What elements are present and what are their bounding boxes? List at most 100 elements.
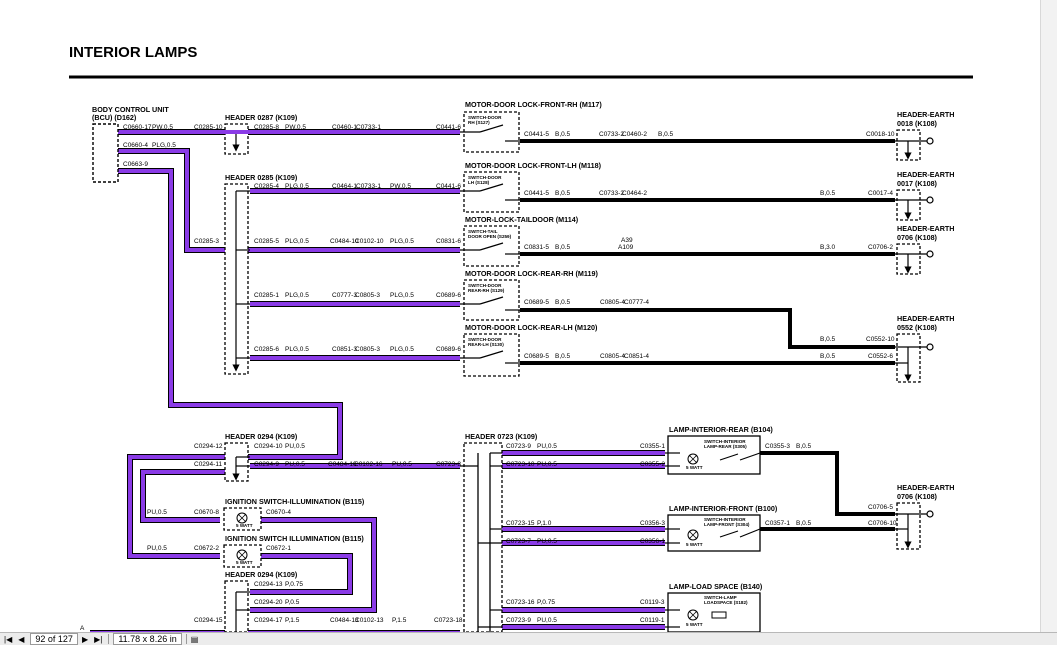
svg-text:C0851-4: C0851-4 [624, 353, 649, 360]
svg-text:P,1.5: P,1.5 [392, 617, 407, 624]
svg-text:PLG,0.5: PLG,0.5 [390, 238, 414, 245]
svg-text:C0285-4: C0285-4 [254, 183, 279, 190]
prev-page-button[interactable]: ◀ [18, 634, 25, 644]
svg-text:C0464-2: C0464-2 [622, 190, 647, 197]
svg-text:SWITCH-INTERIOR: SWITCH-INTERIOR [704, 439, 746, 444]
svg-text:C0689-6: C0689-6 [436, 346, 461, 353]
svg-text:C0441-5: C0441-5 [524, 190, 549, 197]
svg-text:IGNITION SWITCH ILLUMINATION (: IGNITION SWITCH ILLUMINATION (B115) [225, 534, 364, 543]
wiring-diagram: INTERIOR LAMPS [69, 44, 973, 632]
svg-text:C0285-10: C0285-10 [194, 124, 223, 131]
svg-text:A: A [80, 625, 85, 632]
svg-text:C0285-1: C0285-1 [254, 292, 279, 299]
page-layout-icon[interactable]: ▤ [190, 634, 199, 644]
motor-door-lock-front-lh: MOTOR-DOOR LOCK-FRONT-LH (M118) SWITCH-D… [460, 161, 893, 213]
svg-text:B,0.5: B,0.5 [820, 190, 836, 197]
svg-text:HEADER 0723 (K109): HEADER 0723 (K109) [465, 432, 538, 441]
svg-text:C0723-18: C0723-18 [434, 617, 463, 624]
svg-text:PU,0.5: PU,0.5 [537, 617, 557, 624]
svg-text:B,0.5: B,0.5 [555, 244, 571, 251]
svg-text:C0460-1: C0460-1 [332, 124, 357, 131]
svg-text:C0119-3: C0119-3 [640, 599, 665, 606]
svg-text:C0356-1: C0356-1 [640, 538, 665, 545]
first-page-button[interactable]: |◀ [4, 634, 13, 644]
svg-text:IGNITION SWITCH-ILLUMINATION (: IGNITION SWITCH-ILLUMINATION (B115) [225, 497, 365, 506]
page-indicator[interactable]: 92 of 127 [30, 633, 78, 645]
svg-text:C0355-1: C0355-1 [640, 443, 665, 450]
next-page-button[interactable]: ▶ [81, 634, 89, 644]
svg-text:LOADSPACE (S182): LOADSPACE (S182) [704, 600, 748, 605]
svg-text:PW,0.5: PW,0.5 [152, 124, 173, 131]
motor-lock-taildoor: MOTOR-LOCK-TAILDOOR (M114) SWITCH-TAIL D… [460, 215, 893, 267]
svg-text:C0723-16: C0723-16 [506, 599, 535, 606]
svg-text:5 WATT: 5 WATT [686, 542, 703, 547]
bcu-block: BODY CONTROL UNIT (BCU) (D162) C0660-17 … [92, 105, 176, 183]
svg-text:C0777-3: C0777-3 [332, 292, 357, 299]
svg-text:C0670-4: C0670-4 [266, 509, 291, 516]
svg-text:PU,0.5: PU,0.5 [537, 538, 557, 545]
svg-text:PU,0.5: PU,0.5 [392, 461, 412, 468]
svg-text:P,1.0: P,1.0 [537, 520, 552, 527]
svg-text:LH (S128): LH (S128) [468, 180, 490, 185]
svg-text:MOTOR-DOOR LOCK-REAR-RH (M119): MOTOR-DOOR LOCK-REAR-RH (M119) [465, 269, 598, 278]
svg-text:C0294-10: C0294-10 [254, 443, 283, 450]
svg-text:C0102-10: C0102-10 [355, 238, 384, 245]
svg-text:C0706-10: C0706-10 [868, 520, 897, 527]
header-earth-0017: HEADER-EARTH 0017 (K108) [895, 170, 955, 221]
svg-text:B,0.5: B,0.5 [796, 443, 812, 450]
vertical-scrollbar[interactable] [1040, 0, 1057, 632]
svg-text:B,0.5: B,0.5 [555, 353, 571, 360]
svg-text:C0723-15: C0723-15 [506, 520, 535, 527]
svg-text:PU,0.5: PU,0.5 [537, 443, 557, 450]
svg-text:C0285-3: C0285-3 [194, 238, 219, 245]
svg-text:MOTOR-DOOR LOCK-REAR-LH (M120): MOTOR-DOOR LOCK-REAR-LH (M120) [465, 323, 598, 332]
svg-text:C0723-9: C0723-9 [506, 617, 531, 624]
toolbar-divider [108, 634, 110, 644]
svg-text:C0441-6: C0441-6 [436, 124, 461, 131]
svg-text:0706 (K108): 0706 (K108) [897, 492, 938, 501]
svg-text:B,0.5: B,0.5 [658, 131, 674, 138]
svg-text:C0672-2: C0672-2 [194, 545, 219, 552]
svg-text:C0663-9: C0663-9 [123, 161, 148, 168]
svg-text:C0285-8: C0285-8 [254, 124, 279, 131]
svg-text:C0723-7: C0723-7 [506, 538, 531, 545]
svg-text:SWITCH-LAMP: SWITCH-LAMP [704, 595, 737, 600]
svg-text:HEADER-EARTH: HEADER-EARTH [897, 224, 955, 233]
svg-text:A39: A39 [621, 237, 633, 244]
svg-text:C0552-10: C0552-10 [866, 336, 895, 343]
header-0294-lower: HEADER 0294 (K109) C0294-13 P,0.75 C0294… [80, 570, 463, 632]
svg-text:C0689-6: C0689-6 [436, 292, 461, 299]
svg-text:LAMP-FRONT (S304): LAMP-FRONT (S304) [704, 522, 750, 527]
svg-text:PU,0.5: PU,0.5 [147, 509, 167, 516]
svg-text:C0017-4: C0017-4 [868, 190, 893, 197]
svg-text:MOTOR-DOOR LOCK-FRONT-LH (M118: MOTOR-DOOR LOCK-FRONT-LH (M118) [465, 161, 602, 170]
svg-text:SWITCH-DOOR: SWITCH-DOOR [468, 283, 502, 288]
svg-text:C0294-9: C0294-9 [254, 461, 279, 468]
svg-text:HEADER 0294 (K109): HEADER 0294 (K109) [225, 432, 298, 441]
svg-text:P,0.75: P,0.75 [537, 599, 555, 606]
svg-text:HEADER-EARTH: HEADER-EARTH [897, 170, 955, 179]
svg-text:C0851-3: C0851-3 [332, 346, 357, 353]
svg-text:B,0.5: B,0.5 [796, 520, 812, 527]
svg-text:C0102-13: C0102-13 [355, 617, 384, 624]
svg-text:C0294-20: C0294-20 [254, 599, 283, 606]
header-0287: HEADER 0287 (K109) C0285-10 C0285-8 PW,0… [194, 113, 461, 155]
svg-text:PLG,0.5: PLG,0.5 [285, 346, 309, 353]
header-earth-0552: HEADER-EARTH 0552 (K108) [895, 314, 955, 383]
svg-text:REAR-LH (S130): REAR-LH (S130) [468, 342, 504, 347]
svg-text:PU,0.5: PU,0.5 [537, 461, 557, 468]
svg-text:C0441-6: C0441-6 [436, 183, 461, 190]
diagram-page: INTERIOR LAMPS [69, 44, 973, 632]
svg-text:P,1.5: P,1.5 [285, 617, 300, 624]
svg-text:PW,0.5: PW,0.5 [390, 183, 411, 190]
last-page-button[interactable]: ▶| [94, 634, 103, 644]
svg-text:C0294-17: C0294-17 [254, 617, 283, 624]
svg-text:MOTOR-LOCK-TAILDOOR (M114): MOTOR-LOCK-TAILDOOR (M114) [465, 215, 579, 224]
svg-text:PLG,0.5: PLG,0.5 [152, 142, 176, 149]
lamp-load-space: LAMP-LOAD SPACE (B140) SWITCH-LAMP LOADS… [640, 582, 763, 632]
svg-text:LAMP-INTERIOR-REAR (B104): LAMP-INTERIOR-REAR (B104) [669, 425, 773, 434]
svg-text:B,0.5: B,0.5 [820, 336, 836, 343]
svg-text:C0356-3: C0356-3 [640, 520, 665, 527]
black-wires [520, 139, 895, 531]
svg-text:C0285-5: C0285-5 [254, 238, 279, 245]
